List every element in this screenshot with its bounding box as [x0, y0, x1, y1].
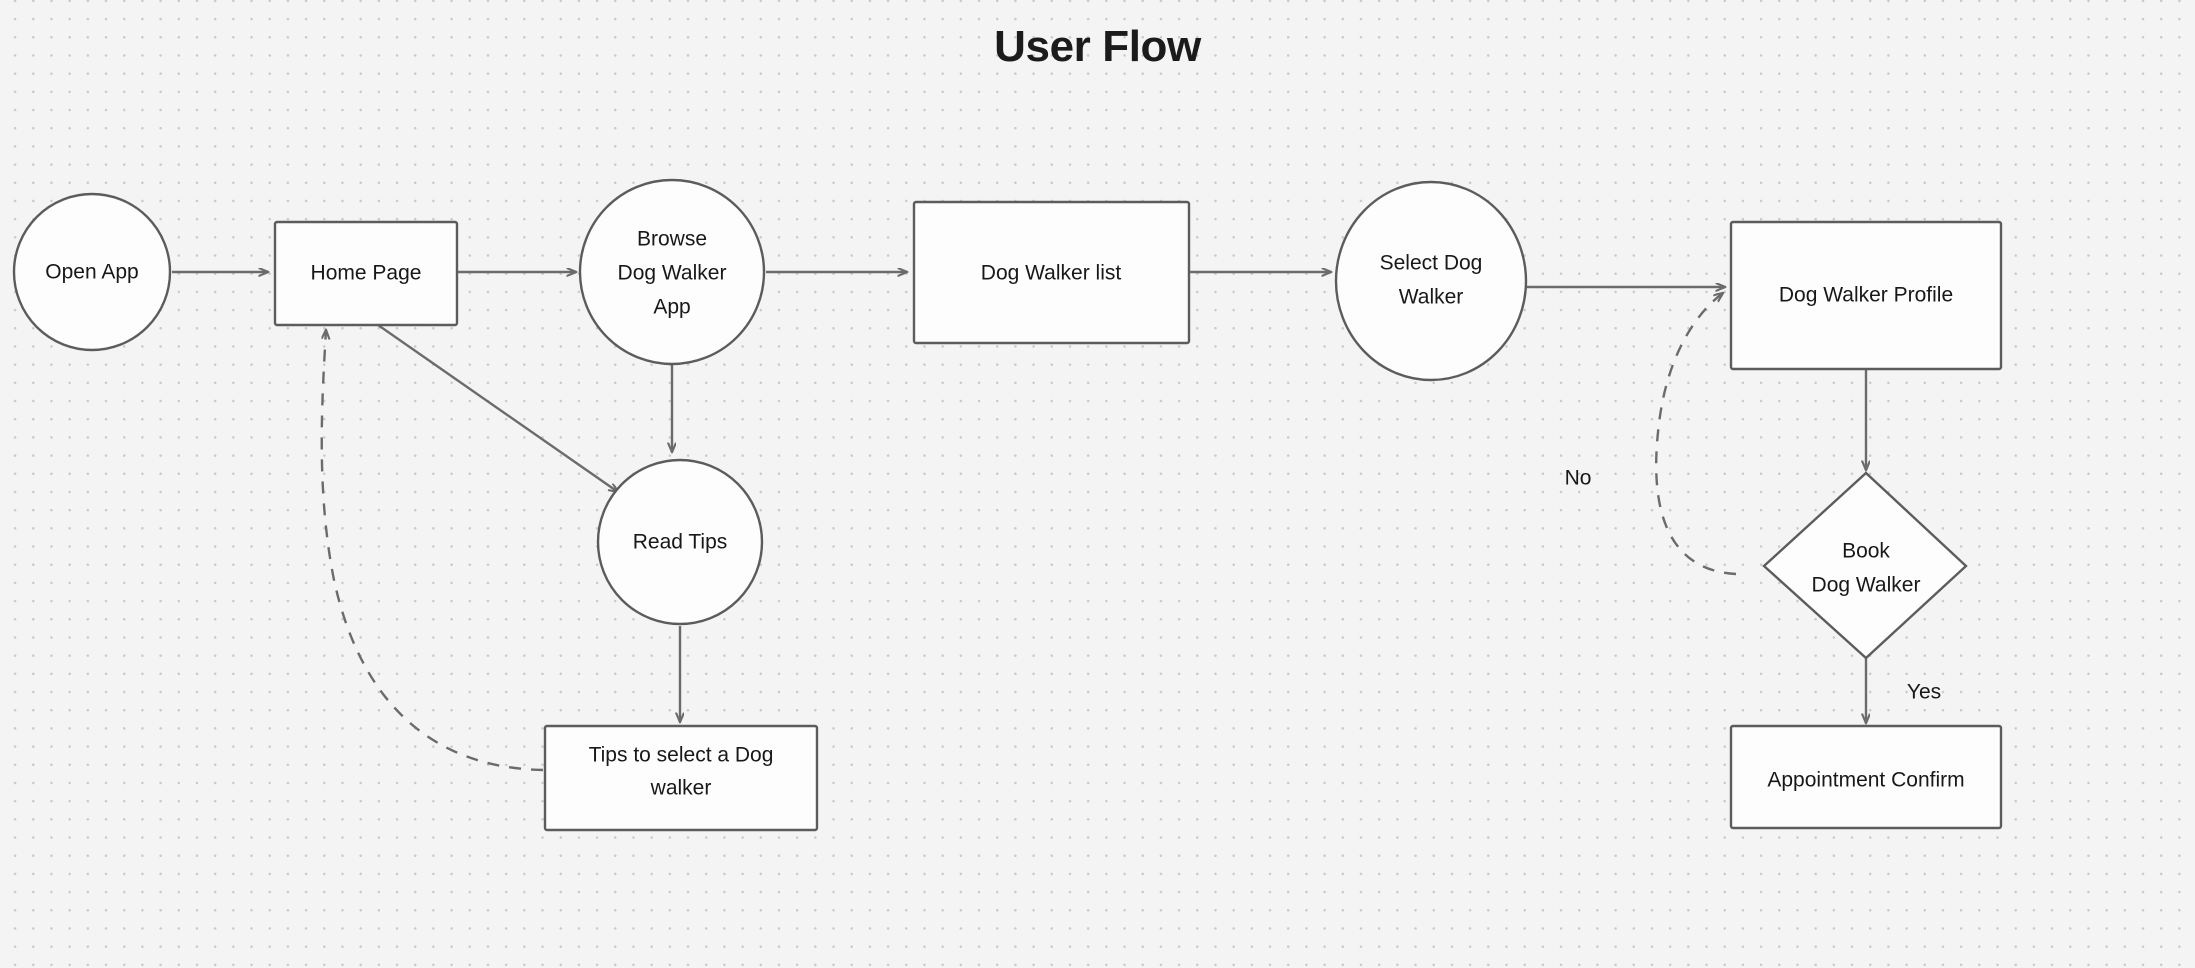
node-browse-app[interactable]: Browse Dog Walker App	[578, 178, 766, 366]
node-appointment-confirm[interactable]: Appointment Confirm	[1729, 724, 2003, 830]
node-tips-to-select-label-line1: Tips to select a Dog	[589, 744, 774, 767]
node-select-dog-walker-label-line1: Select Dog	[1380, 252, 1483, 275]
node-open-app[interactable]: Open App	[12, 192, 172, 352]
node-home-page-label: Home Page	[311, 262, 422, 285]
node-dog-walker-profile[interactable]: Dog Walker Profile	[1729, 220, 2003, 371]
node-read-tips[interactable]: Read Tips	[596, 458, 764, 626]
node-browse-app-label-line2: Dog Walker	[618, 262, 727, 285]
node-dog-walker-list[interactable]: Dog Walker list	[912, 200, 1191, 345]
node-tips-to-select[interactable]: Tips to select a Dog walker	[543, 724, 819, 832]
edge-book-dog-walker-no-to-dog-walker-profile: No	[1565, 293, 1737, 576]
edge-book-dog-walker-yes-to-appointment-confirm: Yes	[1866, 655, 1941, 723]
node-book-dog-walker-label-line2: Dog Walker	[1812, 574, 1921, 597]
node-browse-app-label-line3: App	[653, 296, 690, 319]
edge-label-yes: Yes	[1907, 681, 1941, 704]
edge-tips-to-select-to-home-page	[320, 330, 544, 772]
node-open-app-label: Open App	[45, 261, 138, 284]
node-dog-walker-list-label: Dog Walker list	[981, 262, 1122, 285]
node-browse-app-label-line1: Browse	[637, 228, 707, 251]
edge-home-page-to-read-tips	[377, 324, 618, 492]
node-tips-to-select-label-line2: walker	[650, 777, 712, 800]
node-dog-walker-profile-label: Dog Walker Profile	[1779, 284, 1953, 307]
node-book-dog-walker-label-line1: Book	[1842, 540, 1890, 563]
node-appointment-confirm-label: Appointment Confirm	[1767, 769, 1964, 792]
page-title: User Flow	[994, 22, 1201, 71]
node-book-dog-walker[interactable]: Book Dog Walker	[1762, 471, 1968, 660]
edge-label-no: No	[1565, 467, 1592, 490]
node-home-page[interactable]: Home Page	[273, 220, 459, 327]
node-read-tips-label: Read Tips	[633, 531, 728, 554]
node-select-dog-walker[interactable]: Select Dog Walker	[1334, 180, 1528, 382]
node-select-dog-walker-label-line2: Walker	[1399, 286, 1464, 309]
